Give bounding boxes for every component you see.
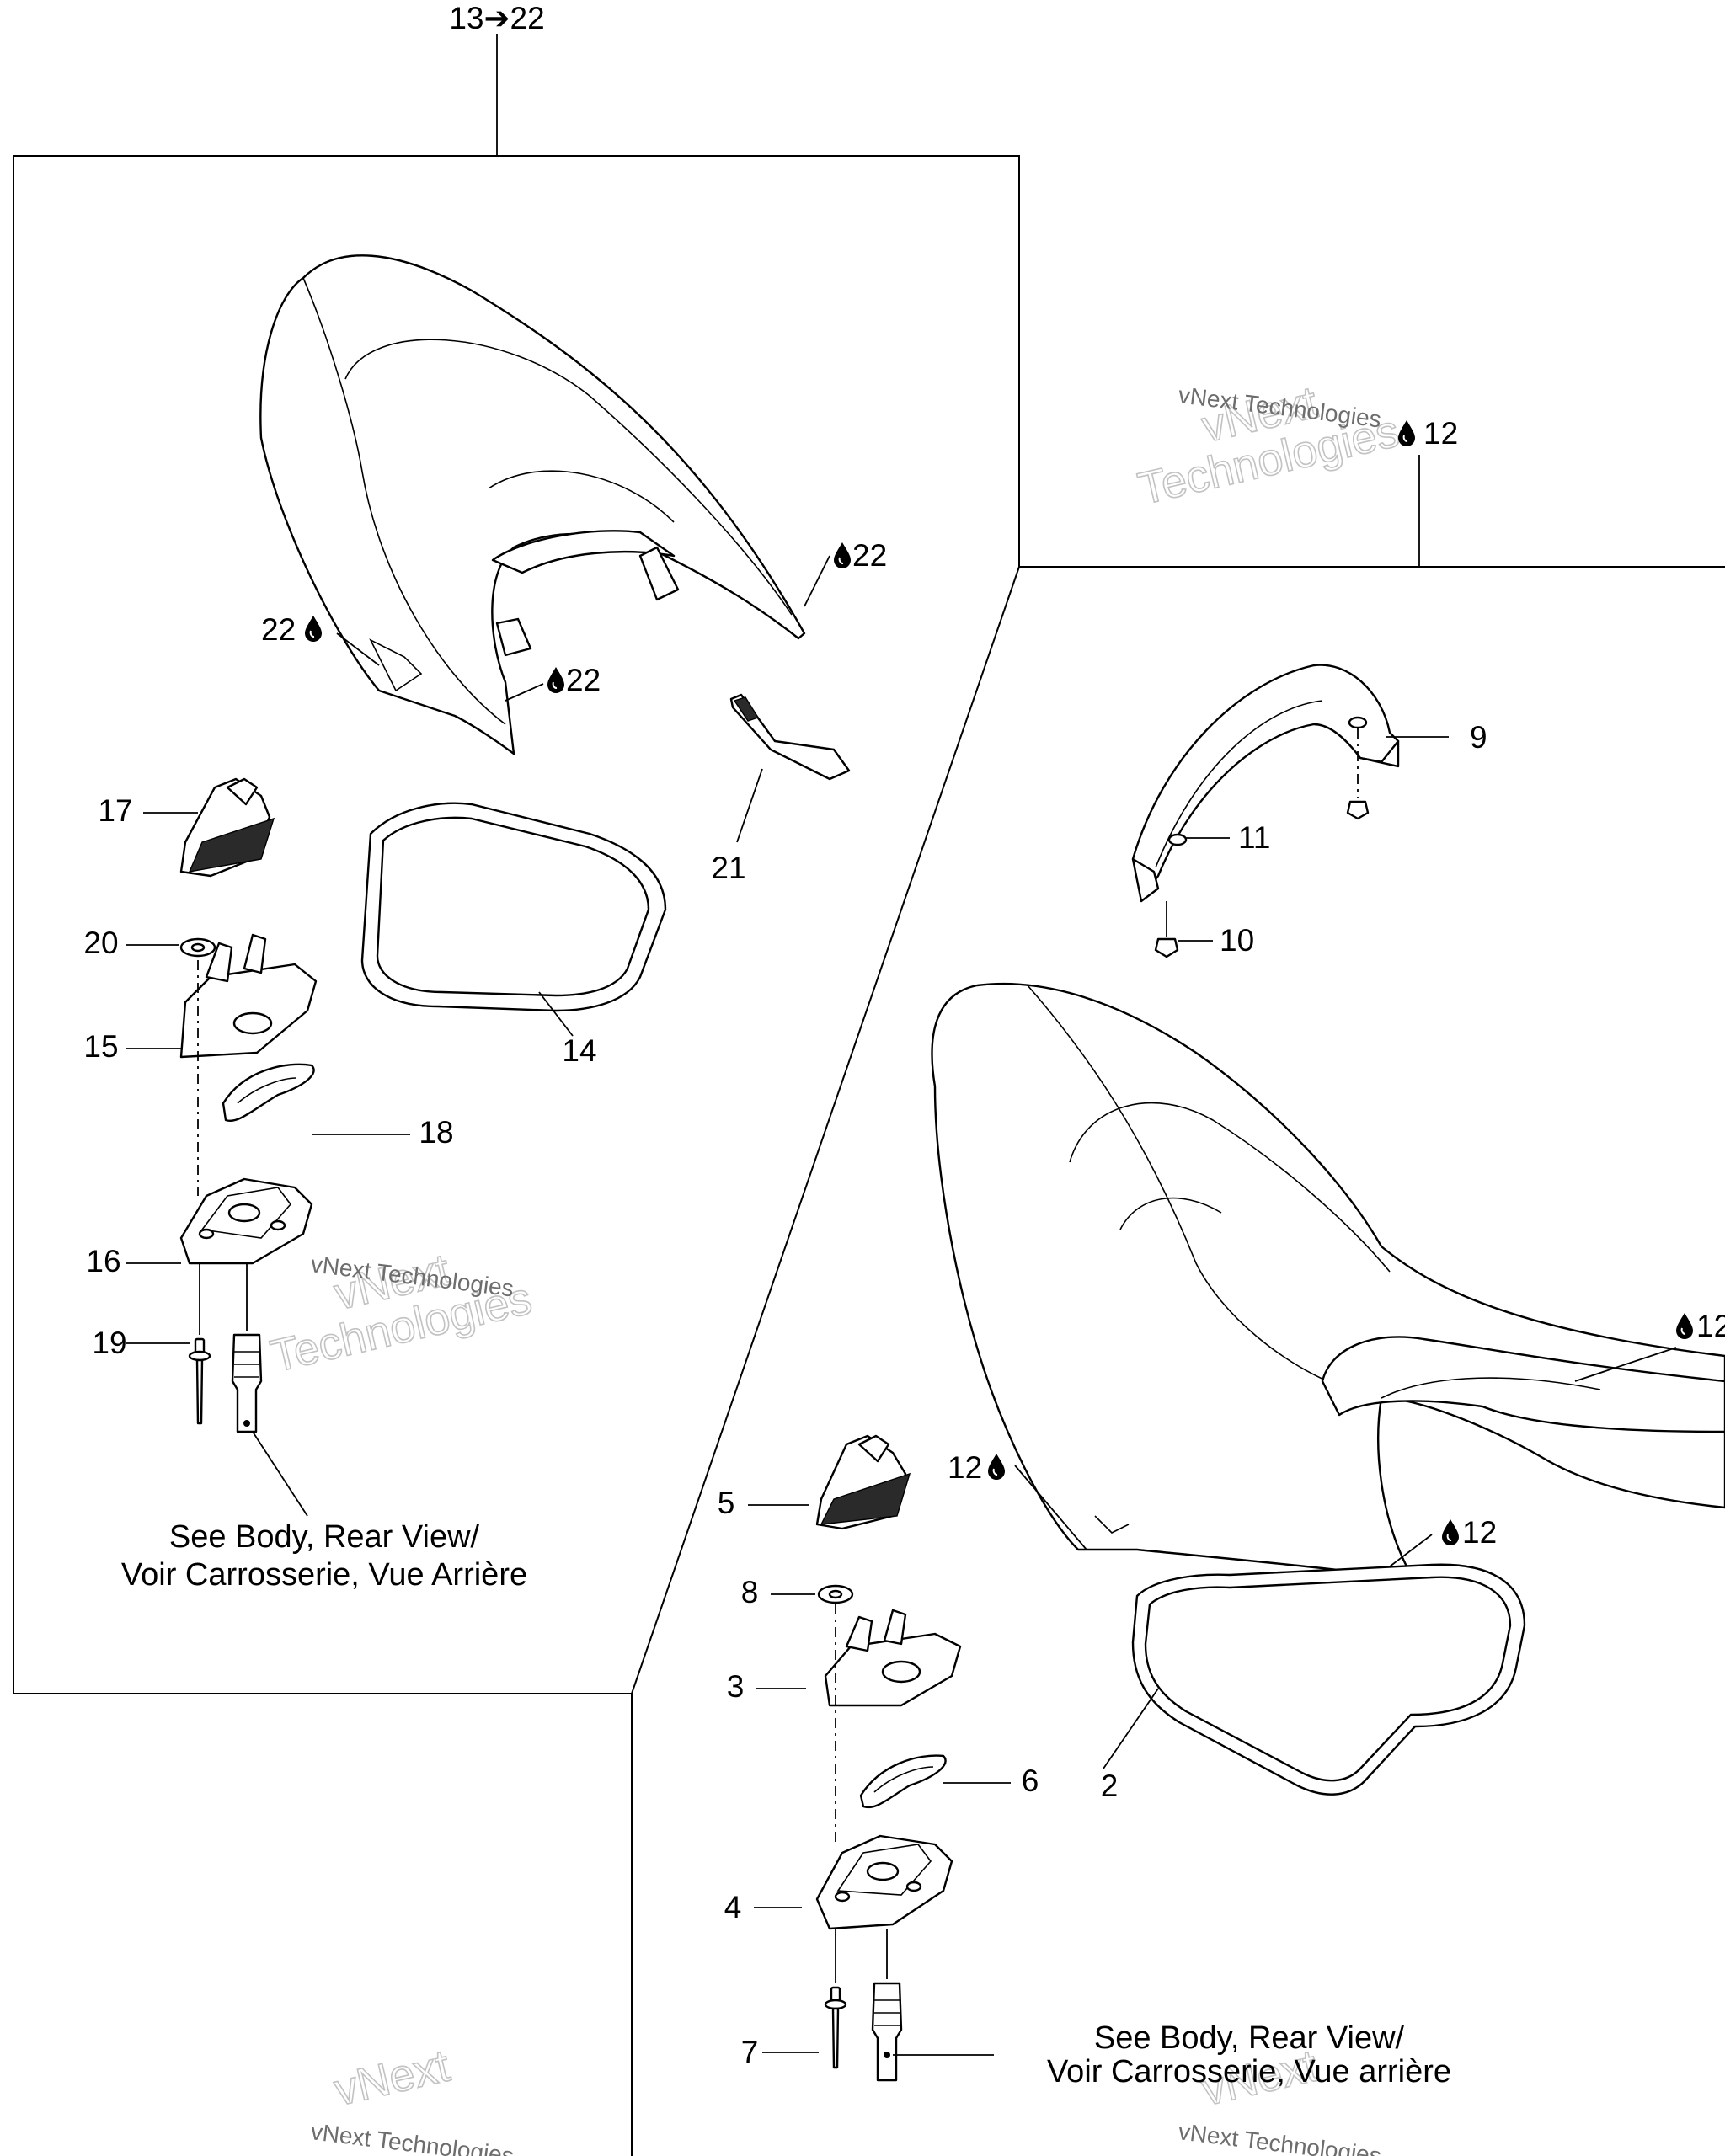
note-left-line2: Voir Carrosserie, Vue Arrière [121, 1557, 527, 1593]
drop-icon [1441, 1518, 1460, 1546]
svg-text:vNext: vNext [329, 2041, 454, 2116]
washer-8 [817, 1584, 854, 1604]
latch-base-16 [179, 1177, 313, 1265]
seat-strap-21 [729, 693, 851, 781]
callout-21: 21 [711, 851, 745, 885]
drop-icon [304, 615, 323, 643]
callout-15: 15 [83, 1029, 118, 1064]
callout-group-left: 13➔22 [449, 1, 544, 35]
nut-11 [1167, 833, 1188, 846]
grab-handle-9 [1131, 664, 1400, 903]
striker-base-3 [824, 1609, 962, 1707]
drop-icon [547, 666, 565, 694]
callout-3: 3 [727, 1669, 745, 1704]
leaders-left [126, 555, 830, 1517]
callout-12b: 12 [948, 1450, 982, 1485]
rivet-19 [188, 1337, 211, 1425]
spring-6 [859, 1754, 947, 1809]
callout-10: 10 [1220, 923, 1254, 958]
note-left: See Body, Rear View/ Voir Carrosserie, V… [121, 1519, 527, 1593]
callout-22c: 22 [566, 663, 601, 697]
rivet-7 [824, 1986, 847, 2069]
drop-icon [1675, 1312, 1694, 1340]
callout-11: 11 [1238, 820, 1270, 855]
striker-base-15 [179, 933, 318, 1059]
callout-22a: 22 [852, 538, 887, 573]
note-right: See Body, Rear View/ Voir Carrosserie, V… [1047, 2020, 1451, 2089]
left-assembly-frame [13, 155, 1020, 2156]
callout-9: 9 [1470, 720, 1487, 755]
callout-22b: 22 [261, 612, 296, 647]
latch-5 [815, 1434, 911, 1530]
callout-labels: 13➔22 12 22 22 22 21 17 20 15 14 18 16 1… [83, 1, 1725, 2069]
drop-icon [833, 542, 852, 569]
svg-text:vNext Technologies: vNext Technologies [1177, 2118, 1382, 2156]
callout-19: 19 [92, 1326, 126, 1360]
bolt-10 [1154, 901, 1179, 958]
callout-14: 14 [562, 1033, 596, 1068]
driver-seat-cover [931, 982, 1725, 1577]
fastener-post-left [231, 1333, 263, 1433]
latch-base-4 [815, 1834, 953, 1930]
callout-2: 2 [1101, 1769, 1119, 1803]
callout-8: 8 [741, 1575, 759, 1609]
note-left-line1: See Body, Rear View/ [169, 1519, 480, 1555]
callout-18: 18 [419, 1115, 453, 1150]
callout-7: 7 [741, 2035, 759, 2069]
callout-16: 16 [86, 1244, 120, 1278]
callout-17: 17 [98, 793, 132, 828]
callout-group-right: 12 [1423, 416, 1458, 451]
latch-17 [179, 777, 275, 878]
drop-icon [987, 1453, 1006, 1481]
leaders-right [748, 736, 1677, 2056]
note-right-line2: Voir Carrosserie, Vue arrière [1047, 2054, 1451, 2089]
callout-12c: 12 [1462, 1515, 1497, 1550]
right-arrow-icon [1397, 419, 1416, 447]
passenger-seat-cover [259, 254, 806, 755]
callout-6: 6 [1022, 1764, 1039, 1798]
callout-12a: 12 [1696, 1309, 1725, 1343]
washer-20 [179, 937, 216, 958]
note-right-line1: See Body, Rear View/ [1094, 2020, 1405, 2056]
svg-text:vNext Technologies: vNext Technologies [309, 2118, 515, 2156]
fastener-post-right [871, 1982, 903, 2082]
fasteners-9 [1346, 716, 1370, 820]
seal-gasket-2 [1131, 1563, 1526, 1796]
callout-20: 20 [83, 926, 118, 960]
seal-gasket-14 [360, 802, 667, 1012]
callout-5: 5 [718, 1486, 735, 1520]
callout-4: 4 [724, 1890, 742, 1924]
spring-18 [222, 1063, 315, 1123]
